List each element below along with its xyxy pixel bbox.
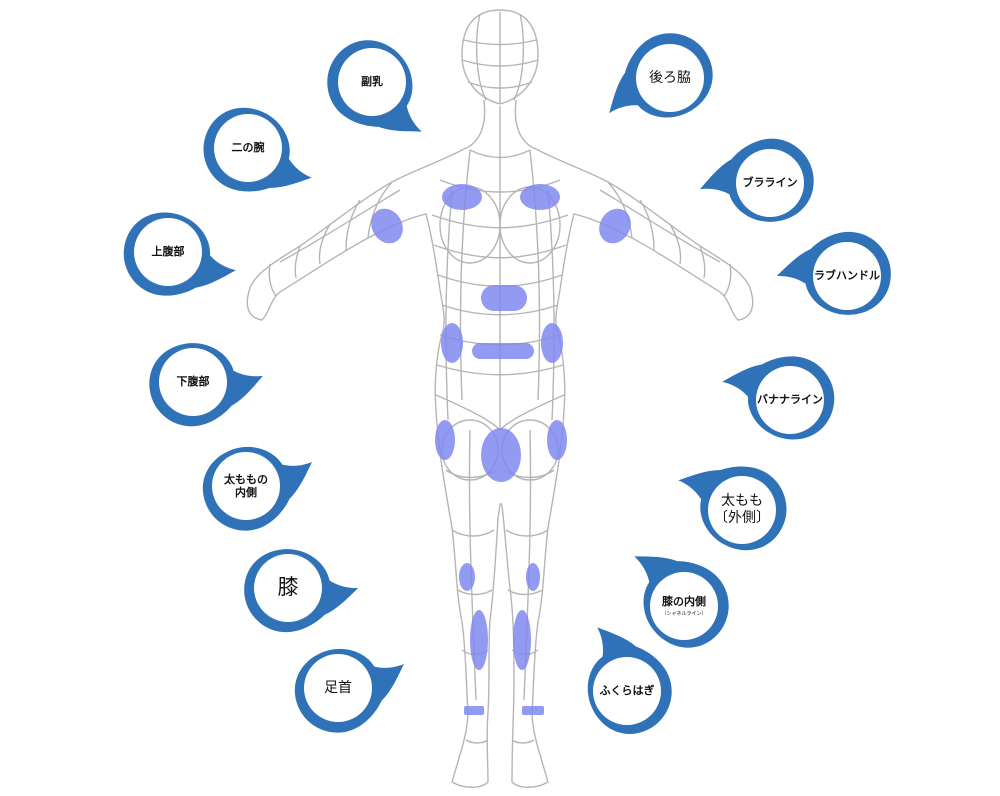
- callout-label-circle: [736, 149, 804, 217]
- callout-marker-shape: [609, 33, 713, 118]
- callout-label-text: 太もも 〔外側〕: [714, 493, 770, 526]
- callout-label-circle: [304, 654, 372, 722]
- zone-outer-thigh-right: [547, 420, 567, 460]
- zone-knee-left: [459, 563, 475, 591]
- callout-label-text: バナナライン: [757, 393, 823, 407]
- callout-marker-shape: [294, 648, 404, 733]
- callout-marker-shape: [700, 138, 814, 222]
- callout-label: 後ろ脇: [632, 40, 708, 116]
- callout-label-text: 上腹部: [151, 245, 185, 259]
- callout-banana-line: バナナライン: [722, 336, 854, 464]
- callout-label-circle: [756, 366, 824, 434]
- zone-calf-left: [470, 610, 488, 670]
- zone-chest-left: [442, 184, 482, 210]
- zone-inner-thigh: [481, 428, 521, 482]
- callout-label: 膝: [250, 550, 326, 626]
- callout-label-circle: [134, 218, 202, 286]
- callout-marker-shape: [776, 231, 891, 315]
- callout-marker-shape: [203, 107, 312, 192]
- callout-label-text: ブラライン: [742, 176, 798, 190]
- callout-label: 下腹部: [155, 344, 231, 420]
- callout-label-text: 足首: [324, 679, 352, 696]
- callout-knee: 膝: [224, 524, 359, 652]
- callout-love-handle: ラブハンドル: [776, 212, 911, 340]
- callout-marker-shape: [202, 446, 312, 531]
- callout-lower-abdomen: 下腹部: [129, 318, 263, 446]
- callout-label-circle: [650, 572, 718, 640]
- callout-label: 副乳: [334, 44, 410, 120]
- callout-label: ラブハンドル: [809, 238, 885, 314]
- callout-label-text: 膝: [277, 575, 299, 600]
- callout-label-text: 後ろ脇: [649, 69, 691, 86]
- callout-label: 太もも 〔外側〕: [704, 472, 780, 548]
- callout-label-circle: [254, 554, 322, 622]
- zone-calf-right: [513, 610, 531, 670]
- callout-label: 足首: [300, 650, 376, 726]
- callout-side-breast: 副乳: [308, 18, 436, 146]
- callout-marker-shape: [634, 556, 729, 648]
- callout-label-text: ふくらはぎ: [599, 684, 655, 698]
- callout-marker-shape: [678, 466, 787, 551]
- callout-ankle: 足首: [274, 624, 404, 752]
- callout-back-armpit: 後ろ脇: [606, 14, 734, 142]
- zone-chest-right: [520, 184, 560, 210]
- zone-ankle-right: [522, 706, 544, 715]
- callout-label-circle: [593, 657, 661, 725]
- callout-upper-arm: 二の腕: [184, 84, 312, 212]
- zone-hip-left: [441, 323, 463, 363]
- callout-marker-shape: [244, 549, 359, 633]
- callout-label-circle: [636, 44, 704, 112]
- zone-hip-right: [541, 323, 563, 363]
- zone-outer-thigh-left: [435, 420, 455, 460]
- callout-calf: ふくらはぎ: [563, 627, 691, 755]
- callout-label-text: 膝の内側: [662, 595, 706, 609]
- callout-label: 二の腕: [210, 110, 286, 186]
- callout-label-text: 太ももの 内側: [224, 472, 268, 499]
- zone-lower-abdomen: [472, 343, 534, 359]
- zone-upper-abdomen: [481, 285, 527, 311]
- callout-label: 上腹部: [130, 214, 206, 290]
- callout-label-circle: [813, 242, 881, 310]
- callout-label-circle: [214, 114, 282, 182]
- callout-label-subtext: 〔シャネルライン〕: [661, 610, 707, 617]
- callout-marker-shape: [587, 627, 672, 734]
- callout-inner-knee: 膝の内側〔シャネルライン〕: [620, 542, 748, 670]
- callout-label-circle: [338, 48, 406, 116]
- callout-label-circle: [708, 476, 776, 544]
- callout-label-text: ラブハンドル: [814, 269, 880, 283]
- callout-outer-thigh: 太もも 〔外側〕: [678, 446, 806, 574]
- callout-label: バナナライン: [752, 362, 828, 438]
- zone-upper-arm-left: [371, 208, 403, 244]
- callout-label: ふくらはぎ: [589, 653, 665, 729]
- callout-inner-thigh: 太ももの 内側: [182, 422, 312, 550]
- zone-knee-right: [526, 563, 540, 591]
- zone-upper-arm-right: [599, 208, 631, 244]
- callout-marker-shape: [123, 212, 236, 296]
- callout-label-circle: [159, 348, 227, 416]
- zone-ankle-left: [464, 706, 484, 715]
- body-outline: [246, 99, 754, 788]
- callout-marker-shape: [149, 343, 263, 427]
- callout-label-text: 二の腕: [231, 141, 265, 155]
- callout-label-circle: [212, 452, 280, 520]
- callout-label: ブラライン: [732, 145, 808, 221]
- callout-label-text: 副乳: [361, 75, 383, 89]
- callout-label: 太ももの 内側: [208, 448, 284, 524]
- callout-label-text: 下腹部: [176, 375, 210, 389]
- callout-label: 膝の内側〔シャネルライン〕: [646, 568, 722, 644]
- callout-upper-abdomen: 上腹部: [104, 188, 236, 316]
- callout-marker-shape: [327, 40, 422, 132]
- callout-marker-shape: [722, 356, 835, 440]
- callout-bra-line: ブラライン: [700, 119, 834, 247]
